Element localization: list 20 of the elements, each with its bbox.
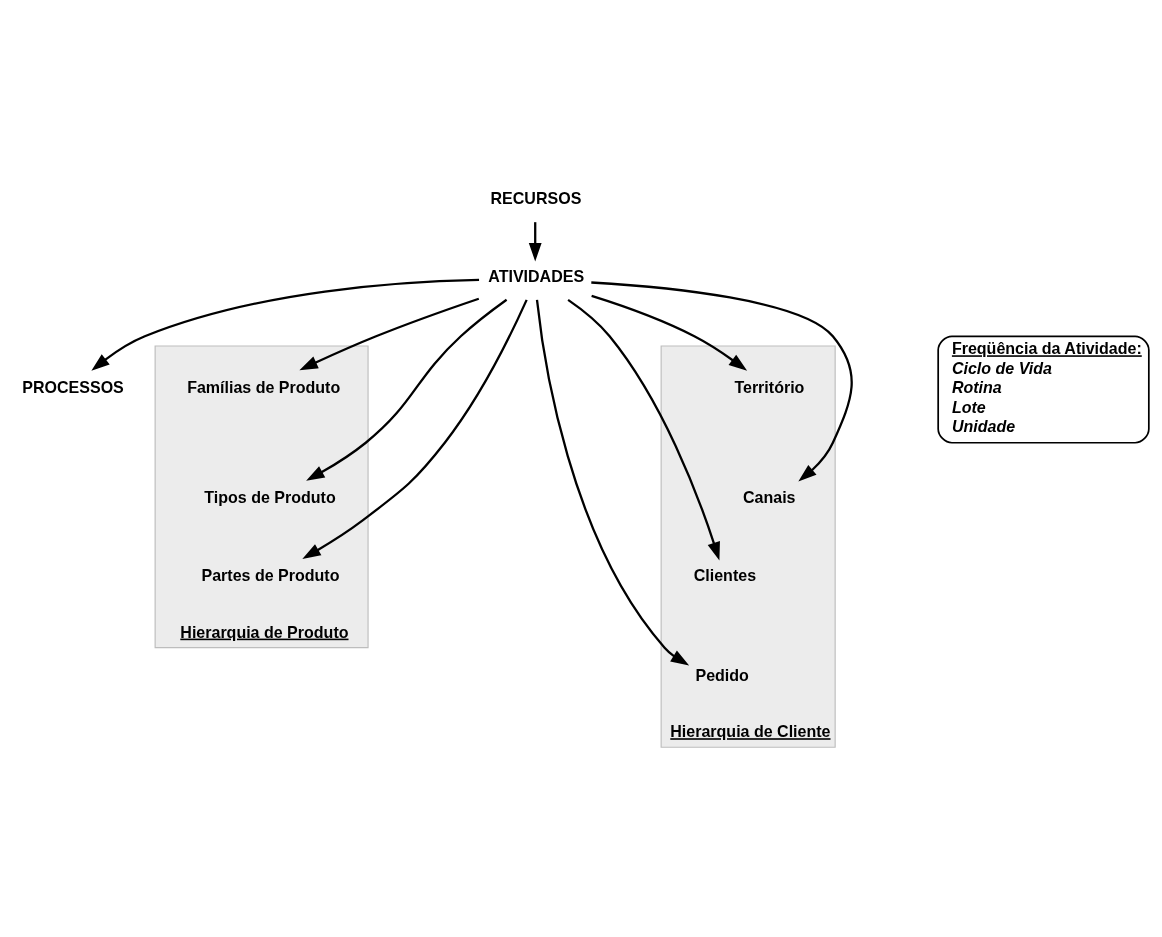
node-text: Partes de Produto: [201, 565, 340, 584]
arrow: [535, 299, 690, 666]
node-text: Pedido: [695, 665, 749, 684]
node-text: Famílias de Produto: [187, 377, 341, 396]
node-text: Território: [734, 377, 805, 396]
node-text: RECURSOS: [490, 189, 582, 208]
node-text: PROCESSOS: [22, 377, 124, 396]
arrow: [306, 298, 508, 481]
arrow: [302, 299, 528, 559]
node-text: ATIVIDADES: [488, 267, 585, 286]
node-text: Tipos de Produto: [204, 488, 336, 507]
arrow: [528, 222, 542, 262]
arrow: [91, 278, 480, 371]
node-text: Clientes: [693, 565, 757, 584]
arrow: [591, 294, 748, 371]
node-text: Canais: [742, 488, 796, 507]
arrow: [299, 297, 480, 371]
arrow: [591, 281, 853, 482]
arrow: [567, 298, 720, 561]
node-box: Freqüência da Atividade: Ciclo de Vida Rotina Lote Unidade: [937, 335, 1150, 444]
